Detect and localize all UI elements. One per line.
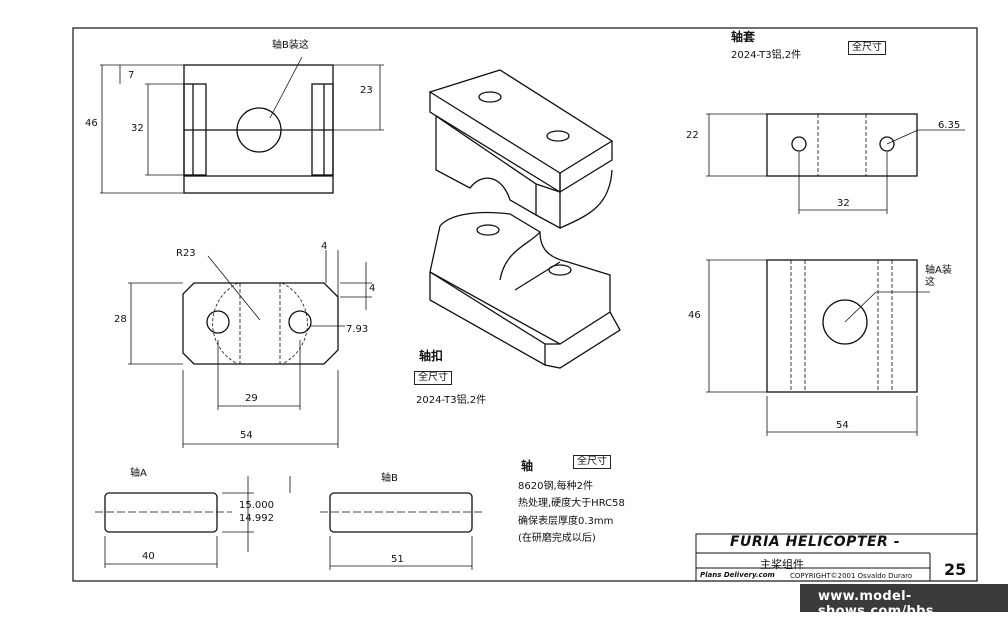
top-left-view-dims bbox=[100, 56, 384, 194]
dim-r23: R23 bbox=[176, 248, 196, 259]
dim-32: 32 bbox=[131, 123, 144, 134]
title-block-copyright: COPYRIGHT©2001 Osvaldo Duraro bbox=[790, 572, 913, 580]
dim-6-35: 6.35 bbox=[938, 120, 961, 131]
dim-4-top: 4 bbox=[321, 241, 328, 252]
watermark-url: www.model-shows.com/bbs bbox=[818, 589, 934, 619]
dim-54-left: 54 bbox=[240, 430, 253, 441]
title-block-subtitle: 主桨组件 bbox=[760, 558, 804, 571]
sleeve-title: 轴套 bbox=[731, 30, 756, 44]
callout-shaft-a-here-2: 这 bbox=[925, 277, 935, 288]
dim-7-93: 7.93 bbox=[346, 324, 369, 335]
dim-23: 23 bbox=[360, 85, 373, 96]
sheet-border bbox=[72, 27, 978, 582]
shaft-b-label: 轴B bbox=[381, 473, 398, 484]
page-number: 25 bbox=[944, 560, 967, 579]
watermark-band bbox=[800, 584, 1008, 612]
shaft-note-1: 8620钢,每种2件 bbox=[518, 481, 593, 492]
shaft-a-dia-min: 14.992 bbox=[239, 513, 274, 524]
title-block-title: FURIA HELICOPTER - bbox=[729, 534, 901, 550]
clamp-material: 2024-T3铝,2件 bbox=[416, 395, 487, 406]
mid-left-view-shape bbox=[182, 282, 339, 365]
iso-clamp-lower bbox=[429, 211, 621, 369]
sleeve-top-dims bbox=[706, 113, 965, 214]
shaft-title: 轴 bbox=[521, 459, 534, 473]
callout-shaft-a-here-1: 轴A装 bbox=[925, 265, 952, 276]
sleeve-material: 2024-T3铝,2件 bbox=[731, 50, 802, 61]
mid-left-view-dims bbox=[128, 250, 372, 448]
shaft-a-label: 轴A bbox=[130, 468, 147, 479]
shaft-note-4: (在研磨完成以后) bbox=[518, 533, 596, 544]
dim-4-side: 4 bbox=[369, 283, 376, 294]
dim-54-right: 54 bbox=[836, 420, 849, 431]
dim-29: 29 bbox=[245, 393, 258, 404]
dim-28: 28 bbox=[114, 314, 127, 325]
clamp-scale: 全尺寸 bbox=[414, 371, 452, 385]
shaft-b-shape bbox=[320, 492, 484, 533]
shaft-b-length: 51 bbox=[391, 554, 404, 565]
callout-shaft-b-here: 轴B装这 bbox=[272, 40, 309, 51]
dim-22: 22 bbox=[686, 130, 699, 141]
shaft-a-shape bbox=[95, 492, 232, 533]
shaft-a-dims bbox=[104, 476, 254, 568]
clamp-title: 轴扣 bbox=[419, 349, 444, 363]
shaft-scale: 全尺寸 bbox=[573, 455, 611, 469]
shaft-note-3: 确保表层厚度0.3mm bbox=[518, 516, 614, 527]
sleeve-front-dims bbox=[706, 259, 930, 436]
sleeve-scale: 全尺寸 bbox=[848, 41, 886, 55]
dim-46-right: 46 bbox=[688, 310, 701, 321]
shaft-a-length: 40 bbox=[142, 551, 155, 562]
sleeve-front-view bbox=[766, 259, 918, 393]
dim-7: 7 bbox=[128, 70, 135, 81]
top-left-view-shape bbox=[183, 64, 334, 194]
dim-32-right: 32 bbox=[837, 198, 850, 209]
shaft-note-2: 热处理,硬度大于HRC58 bbox=[518, 498, 625, 509]
shaft-b-dims bbox=[289, 476, 473, 570]
sleeve-top-view bbox=[766, 113, 918, 177]
shaft-a-dia-max: 15.000 bbox=[239, 500, 274, 511]
iso-clamp-upper bbox=[428, 69, 614, 230]
title-block-publisher: Plans Delivery.com bbox=[700, 571, 775, 579]
dim-46: 46 bbox=[85, 118, 98, 129]
title-block-frame bbox=[695, 533, 978, 582]
